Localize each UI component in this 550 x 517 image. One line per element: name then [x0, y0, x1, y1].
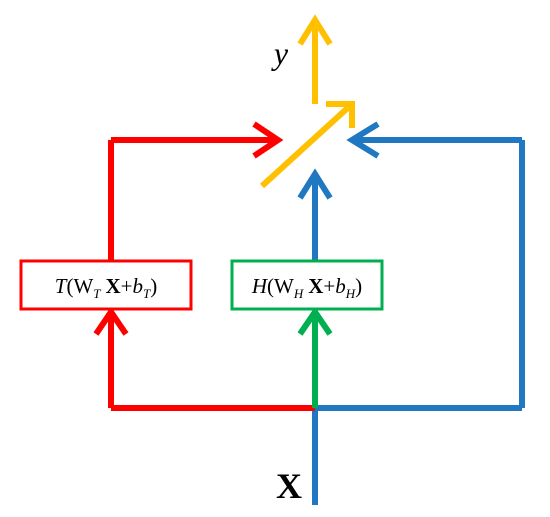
transform-gate-box [19, 259, 193, 311]
transform-weight-sub: T [93, 286, 101, 301]
transform-weight: W [73, 274, 93, 298]
hidden-input-arrowhead [297, 306, 333, 336]
carry-path [297, 121, 525, 505]
hidden-bias-sub: H [345, 286, 356, 301]
hidden-fn: H [251, 274, 269, 298]
gate-switch-arrowhead [326, 101, 355, 128]
carry-top-arrowhead [346, 121, 380, 159]
transform-top-arrowhead [252, 121, 284, 159]
input-label: X [276, 466, 302, 506]
transform-input-arrowhead [93, 306, 129, 336]
gate-switch [259, 14, 355, 189]
output-arrowhead [297, 14, 333, 46]
hidden-input-x: X [308, 274, 323, 298]
transform-plus: + [121, 274, 133, 298]
hidden-plus: + [323, 274, 335, 298]
transform-bias-sub: T [143, 286, 151, 301]
hidden-output-arrowhead [297, 168, 333, 200]
hidden-bias: b [335, 274, 346, 298]
transform-fn: T [55, 274, 68, 298]
hidden-open-paren: ( [267, 274, 274, 298]
transform-input-x: X [106, 274, 121, 298]
transform-path [93, 121, 315, 411]
transform-bias: b [133, 274, 144, 298]
transform-close-paren: ) [150, 274, 157, 298]
hidden-weight-sub: H [293, 286, 304, 301]
transform-open-paren: ( [66, 274, 73, 298]
output-label: y [271, 35, 289, 71]
hidden-close-paren: ) [355, 274, 362, 298]
hidden-layer-box [230, 259, 384, 311]
hidden-path [297, 306, 333, 408]
gate-switch-lever [259, 101, 355, 189]
hidden-weight: W [274, 274, 294, 298]
